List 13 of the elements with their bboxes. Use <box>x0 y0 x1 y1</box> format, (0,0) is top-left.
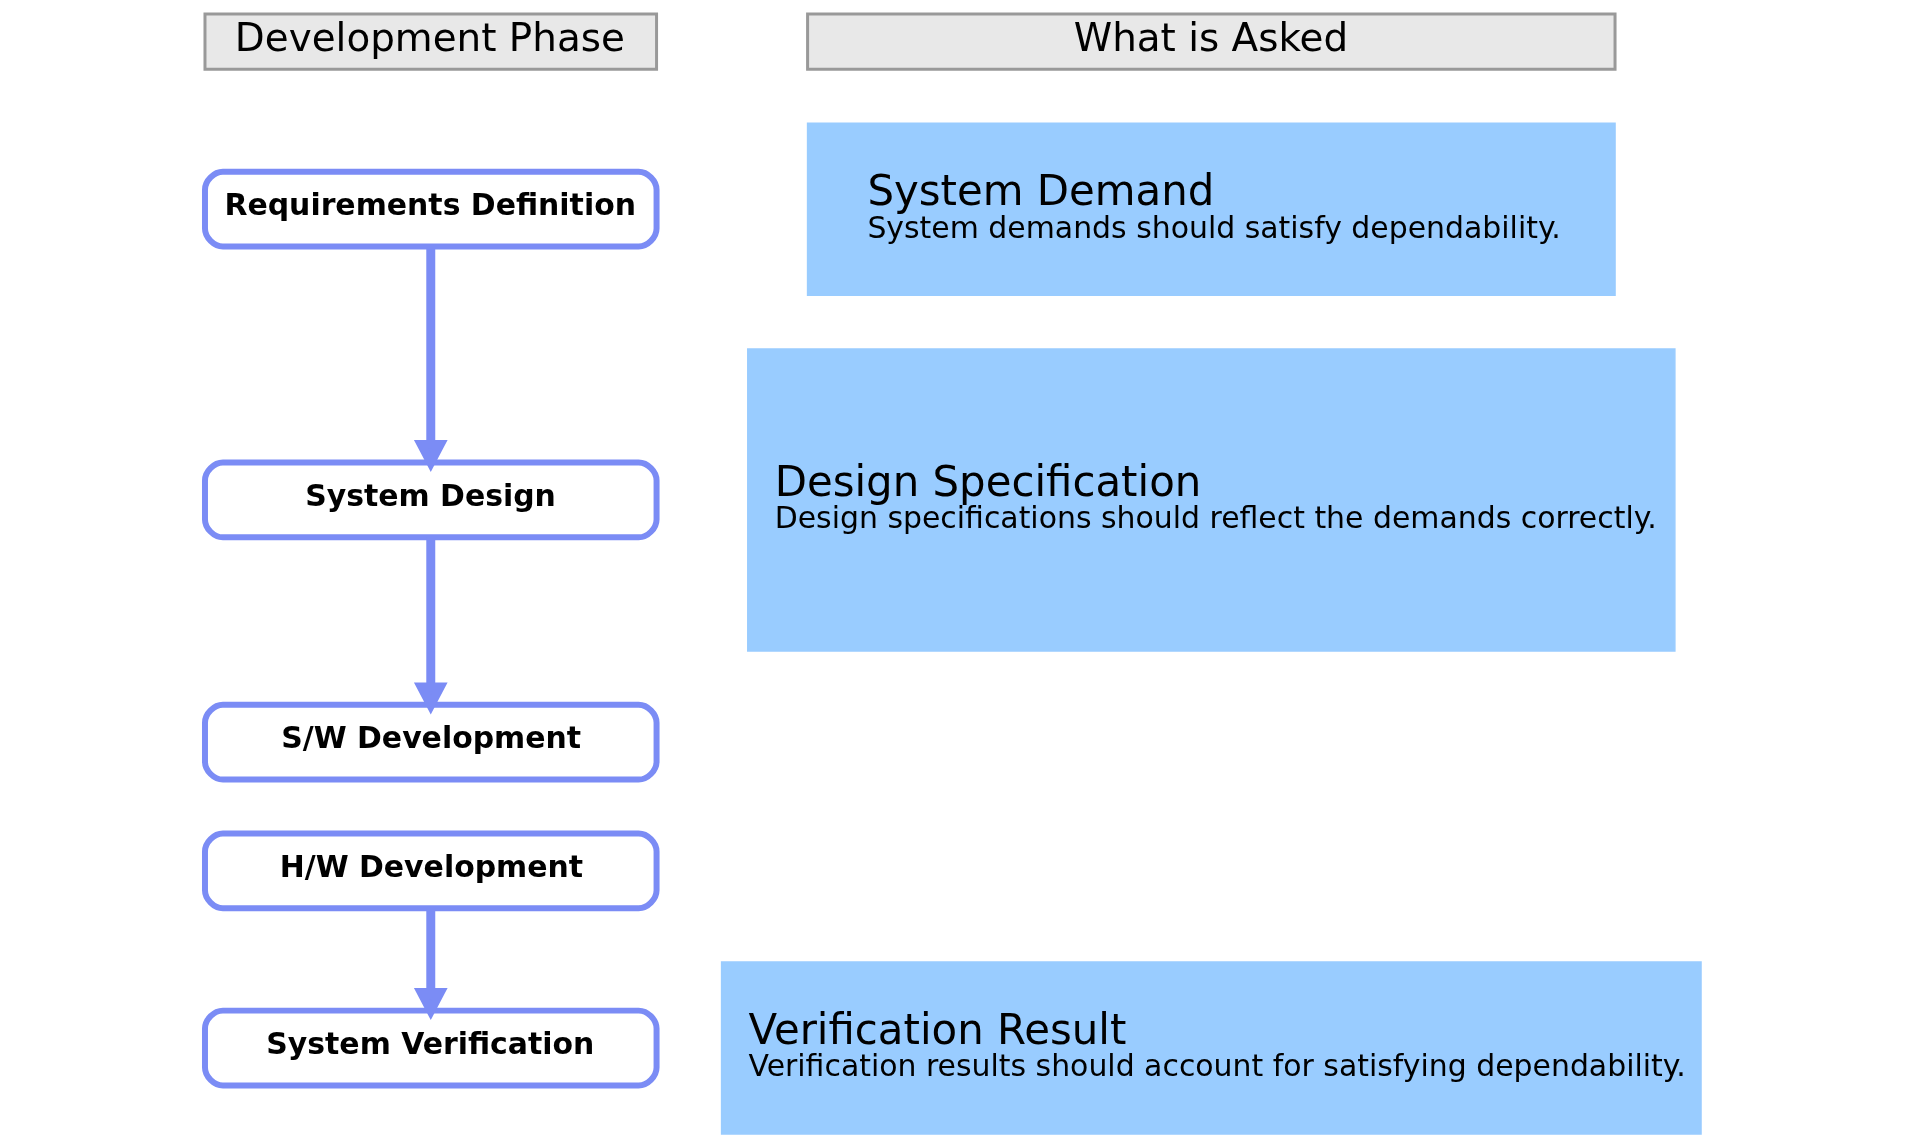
node-box: System Demand System demands should satisfy dependability. <box>806 122 1616 296</box>
node-box: Design Specification Design specifications should reflect the demands correctly. <box>746 348 1676 652</box>
node-box: Verification Result Verification results should account for satisfying dependability. <box>720 961 1702 1135</box>
arrow <box>413 537 448 715</box>
node-box: System Verification <box>201 1007 660 1089</box>
arrow <box>413 908 448 1021</box>
node-box: Development Phase <box>203 12 658 71</box>
node-box: H/W Development <box>201 830 660 912</box>
node-box: What is Asked <box>805 12 1617 71</box>
node-box: S/W Development <box>201 701 660 783</box>
node-box: System Design <box>201 459 660 541</box>
arrow <box>413 247 448 472</box>
node-box: Requirements Definition <box>201 168 660 250</box>
